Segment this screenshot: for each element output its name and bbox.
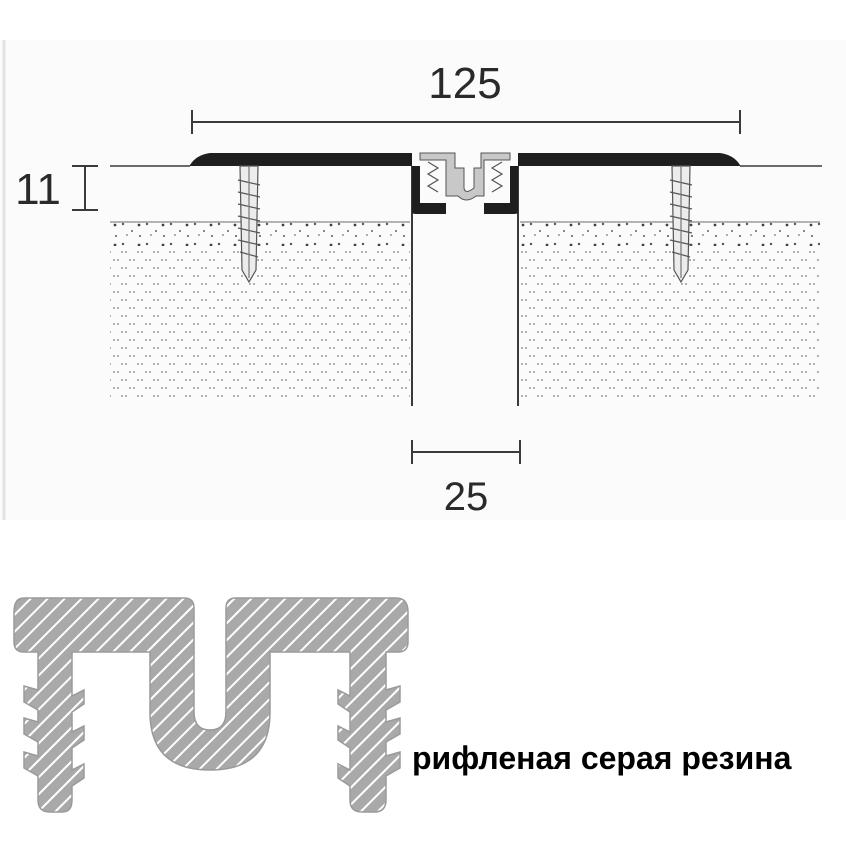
profile-left-plate xyxy=(190,153,446,214)
profile-right-plate xyxy=(484,153,740,214)
dimension-gap-label: 25 xyxy=(444,475,489,519)
material-caption: рифленая серая резина xyxy=(412,740,792,776)
rubber-insert-small xyxy=(419,152,511,201)
rubber-insert-section xyxy=(13,597,409,813)
dimension-width-label: 125 xyxy=(428,59,501,108)
right-floor-slab xyxy=(520,221,820,398)
screw-right xyxy=(669,165,693,284)
dimension-gap: 25 xyxy=(411,440,521,519)
dimension-height-label: 11 xyxy=(15,165,61,214)
screw-left xyxy=(237,165,261,284)
dimension-height: 11 xyxy=(15,165,98,214)
left-floor-slab xyxy=(110,221,410,398)
dimension-width: 125 xyxy=(191,59,741,134)
